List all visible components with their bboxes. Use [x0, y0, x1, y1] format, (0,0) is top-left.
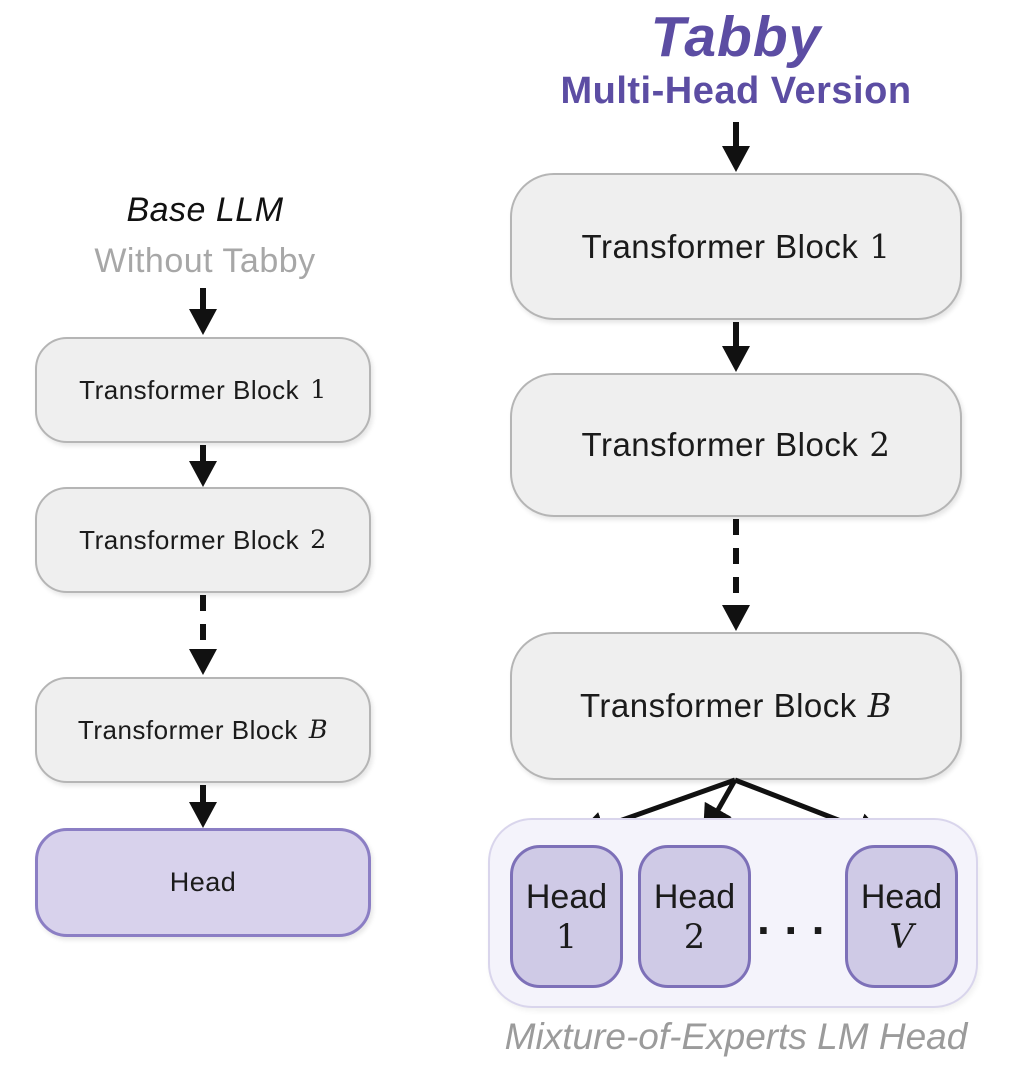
left-column-title: Base LLM — [126, 191, 284, 229]
dashed-arrow-down-icon — [189, 595, 217, 675]
block-label: Transformer Block — [579, 687, 857, 724]
right-transformer-block-B: Transformer Block B — [510, 632, 962, 780]
arrow-tip — [722, 146, 750, 172]
left-column-subtitle: Without Tabby — [94, 242, 316, 280]
block-label: Transformer Block — [581, 227, 859, 265]
arrow-stem-dashed — [733, 519, 739, 605]
arrow-tip — [722, 346, 750, 372]
right-column-subtitle: Multi-Head Version — [560, 70, 912, 112]
block-label: Transformer Block — [79, 524, 300, 555]
arrow-down-icon — [189, 785, 217, 828]
left-transformer-block-1: Transformer Block 1 — [35, 337, 371, 443]
arrow-stem — [733, 322, 739, 346]
arrow-stem — [200, 288, 206, 309]
arrow-stem — [200, 785, 206, 802]
block-index: B — [867, 687, 893, 725]
arrow-tip — [189, 802, 217, 828]
block-label: Transformer Block — [79, 374, 300, 405]
moe-caption: Mixture-of-Experts LM Head — [504, 1016, 968, 1057]
arrow-tip — [722, 605, 750, 631]
head-index: V — [889, 916, 914, 956]
arrow-tip — [189, 649, 217, 675]
arrow-tip — [189, 461, 217, 487]
left-lm-head-block: Head — [35, 828, 371, 937]
right-transformer-block-2: Transformer Block 2 — [510, 373, 962, 517]
dashed-arrow-down-icon — [722, 519, 750, 631]
right-head-1-block: Head 1 — [510, 845, 623, 988]
head-label: Head — [169, 867, 237, 897]
arrow-down-icon — [722, 122, 750, 172]
right-head-V-block: Head V — [845, 845, 958, 988]
arrow-stem-dashed — [200, 595, 206, 649]
left-transformer-block-B: Transformer Block B — [35, 677, 371, 783]
head-label: Head — [525, 877, 608, 916]
head-label: Head — [860, 877, 943, 916]
head-label: Head — [653, 877, 736, 916]
arrow-stem — [733, 122, 739, 146]
block-label: Transformer Block — [77, 714, 298, 745]
arrow-down-icon — [189, 288, 217, 335]
right-transformer-block-1: Transformer Block 1 — [510, 173, 962, 320]
left-transformer-block-2: Transformer Block 2 — [35, 487, 371, 593]
right-head-2-block: Head 2 — [638, 845, 751, 988]
arrow-down-icon — [189, 445, 217, 487]
block-index: 2 — [869, 426, 891, 464]
block-index: 1 — [869, 227, 891, 266]
arrow-tip — [189, 309, 217, 335]
head-index: 2 — [683, 916, 706, 956]
block-index: 1 — [310, 375, 327, 405]
block-index: 2 — [310, 525, 327, 555]
head-index: 1 — [555, 916, 578, 956]
heads-ellipsis: ··· — [757, 904, 839, 956]
arrow-stem — [200, 445, 206, 461]
block-label: Transformer Block — [581, 426, 859, 463]
block-index: B — [308, 715, 329, 745]
arrow-down-icon — [722, 322, 750, 372]
right-column-title: Tabby — [650, 5, 822, 69]
